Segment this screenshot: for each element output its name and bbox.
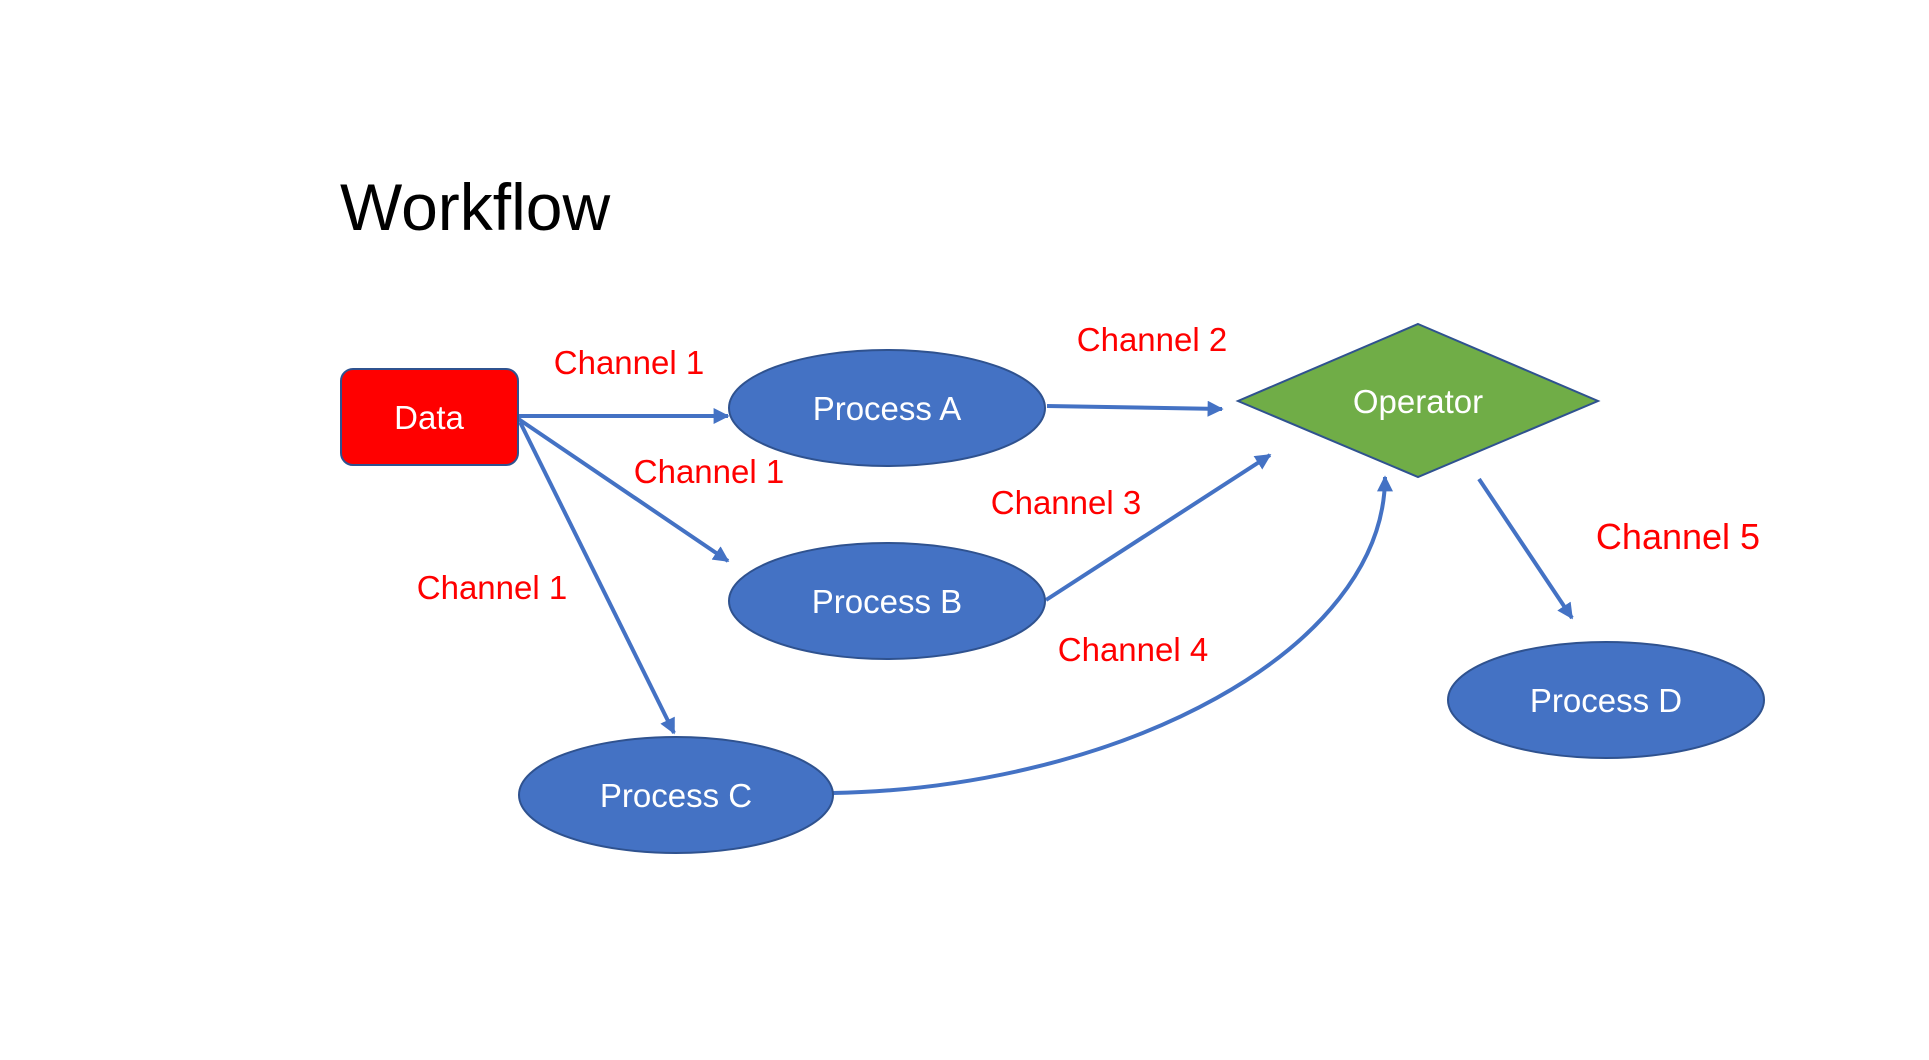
- edge-label-data-to-b: Channel 1: [634, 453, 784, 490]
- node-process-a: Process A: [728, 349, 1046, 467]
- edge-label-operator-to-d: Channel 5: [1596, 516, 1760, 557]
- process-a-ellipse: [728, 349, 1046, 467]
- process-d-ellipse: [1447, 641, 1765, 759]
- node-process-c: Process C: [518, 736, 834, 854]
- diagram-title: Workflow: [340, 170, 611, 244]
- process-a-label: Process A: [813, 390, 962, 427]
- operator-label: Operator: [1353, 383, 1483, 420]
- edge-label-a-to-operator: Channel 2: [1077, 321, 1227, 358]
- process-d-label: Process D: [1530, 682, 1682, 719]
- edge-process-b-to-operator: [1044, 453, 1272, 602]
- process-b-ellipse: [728, 542, 1046, 660]
- operator-diamond: [1235, 322, 1601, 479]
- process-b-label: Process B: [812, 583, 962, 620]
- data-label: Data: [394, 399, 464, 436]
- process-c-label: Process C: [600, 777, 752, 814]
- node-operator: Operator: [1235, 322, 1601, 479]
- edge-label-data-to-a: Channel 1: [554, 344, 704, 381]
- edge-process-c-to-operator: [832, 475, 1393, 795]
- node-process-b: Process B: [728, 542, 1046, 660]
- edge-data-to-process-b: [515, 416, 730, 563]
- data-box: [340, 368, 519, 466]
- node-data: Data: [340, 368, 519, 466]
- node-process-d: Process D: [1447, 641, 1765, 759]
- edge-process-a-to-operator: [1046, 400, 1224, 417]
- edge-operator-to-process-d: [1477, 477, 1574, 620]
- edge-label-data-to-c: Channel 1: [417, 569, 567, 606]
- edge-data-to-process-c: [518, 421, 676, 735]
- process-c-ellipse: [518, 736, 834, 854]
- edge-label-b-to-operator: Channel 3: [991, 484, 1141, 521]
- edge-label-c-to-operator: Channel 4: [1058, 631, 1208, 668]
